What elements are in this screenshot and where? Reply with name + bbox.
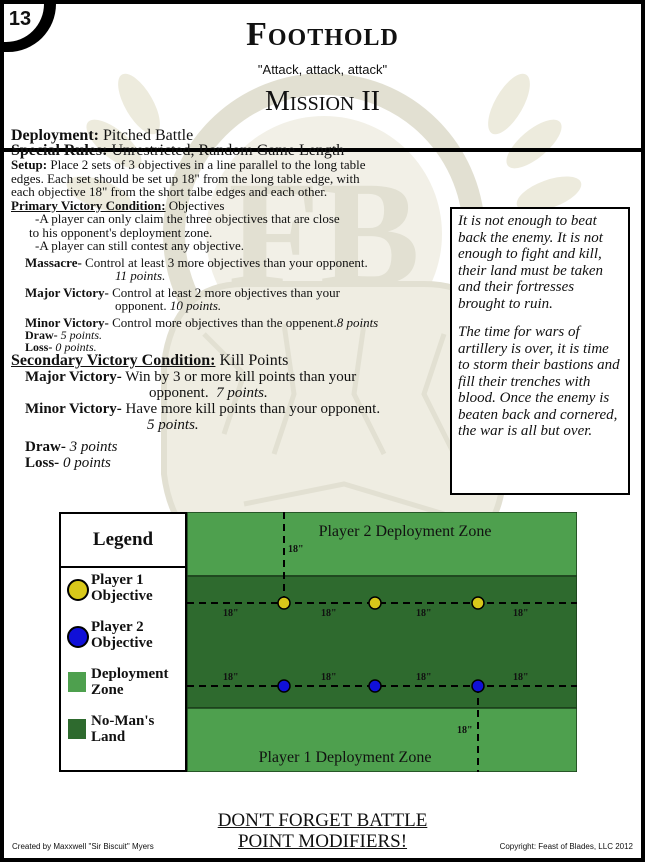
distance-label: 18" <box>321 608 337 619</box>
player1-objective-marker <box>277 596 291 610</box>
mission-title: Foothold <box>246 16 399 53</box>
light-green-square-icon <box>68 672 86 692</box>
distance-label: 18" <box>321 672 337 683</box>
player1-zone-label: Player 1 Deployment Zone <box>259 749 432 766</box>
svg-text:FB: FB <box>228 151 420 317</box>
sec-loss-line: Loss- 0 points <box>25 455 111 471</box>
flavor-paragraph-1: It is not enough to beat back the enemy.… <box>458 213 603 312</box>
no-mans-land-zone <box>187 575 577 709</box>
legend-item-player1-objective: Player 1 Objective <box>61 568 185 615</box>
draw-line: Draw- 5 points. <box>25 328 102 342</box>
sec-minor-points: 5 points. <box>147 417 199 433</box>
player1-objective-marker <box>471 596 485 610</box>
primary-rule-2: to his opponent's deployment zone. <box>29 224 213 240</box>
legend-item-player2-objective: Player 2 Objective <box>61 615 185 662</box>
special-rules-line: Special Rules: Unrestricted, Random Game… <box>11 142 345 159</box>
setup-text: Setup: Place 2 sets of 3 objectives in a… <box>11 157 366 199</box>
fist-emblem-icon: FB <box>66 73 582 577</box>
player2-objective-marker <box>277 679 291 693</box>
page-number: 13 <box>8 7 32 30</box>
primary-rule-3: -A player can still contest any objectiv… <box>35 238 245 253</box>
distance-label: 18" <box>457 725 473 736</box>
blue-circle-icon <box>67 626 89 648</box>
sec-draw-line: Draw- 3 points <box>25 439 118 455</box>
distance-label: 18" <box>223 608 239 619</box>
distance-label: 18" <box>416 672 432 683</box>
distance-label: 18" <box>223 672 239 683</box>
sec-minor-line: Minor Victory- Have more kill points tha… <box>25 401 381 417</box>
flavor-paragraph-2: The time for wars of artillery is over, … <box>458 324 620 439</box>
player2-objective-marker <box>368 679 382 693</box>
battle-point-reminder: DON'T FORGET BATTLE POINT MODIFIERS! <box>217 810 428 852</box>
major-victory-line: Major Victory- Control at least 2 more o… <box>25 284 340 300</box>
page-header: 13 Foothold "Attack, attack, attack" Mis… <box>4 4 641 152</box>
mission-rules: Deployment: Pitched Battle Special Rules… <box>11 127 451 472</box>
sec-major-cont: opponent. 7 points. <box>149 385 268 401</box>
legend-item-deployment-zone: Deployment Zone <box>61 662 185 709</box>
major-victory-cont: opponent. 10 points. <box>115 298 222 313</box>
massacre-points: 11 points. <box>115 268 166 283</box>
primary-rule-1: -A player can only claim the three objec… <box>35 211 340 226</box>
author-credit: Created by Maxxwell "Sir Biscuit" Myers <box>12 842 154 851</box>
player1-deployment-zone <box>187 707 577 772</box>
player2-deployment-zone <box>187 512 577 577</box>
distance-label: 18" <box>513 672 529 683</box>
dark-green-square-icon <box>68 719 86 739</box>
player2-zone-label: Player 2 Deployment Zone <box>319 523 492 540</box>
map-legend: Legend Player 1 Objective Player 2 Objec… <box>59 512 187 772</box>
distance-label: 18" <box>288 544 304 555</box>
minor-victory-line: Minor Victory- Control more objectives t… <box>25 314 379 330</box>
player1-objective-marker <box>368 596 382 610</box>
deployment-line: Deployment: Pitched Battle <box>11 127 194 144</box>
player2-objective-marker <box>471 679 485 693</box>
mission-subtitle: "Attack, attack, attack" <box>257 62 388 77</box>
massacre-line: Massacre- Control at least 3 more object… <box>25 254 368 270</box>
yellow-circle-icon <box>67 579 89 601</box>
distance-label: 18" <box>416 608 432 619</box>
flavor-text-box: It is not enough to beat back the enemy.… <box>450 207 630 495</box>
deployment-map: Player 2 Deployment Zone Player 1 Deploy… <box>187 512 577 772</box>
sec-major-line: Major Victory- Win by 3 or more kill poi… <box>25 369 357 385</box>
secondary-victory-heading: Secondary Victory Condition: Kill Points <box>11 352 289 369</box>
mission-page: FB 13 Foothold "Attack, attack, attack" … <box>4 4 641 858</box>
secondary-victory-section: Secondary Victory Condition: Kill Points… <box>11 352 451 472</box>
loss-line: Loss- 0 points. <box>25 340 97 354</box>
mission-number: Mission II <box>265 86 380 117</box>
copyright-notice: Copyright: Feast of Blades, LLC 2012 <box>499 842 633 851</box>
distance-label: 18" <box>513 608 529 619</box>
legend-item-no-mans-land: No-Man's Land <box>61 709 185 756</box>
legend-title: Legend <box>61 514 185 568</box>
primary-victory-heading: Primary Victory Condition: Objectives <box>11 197 225 213</box>
